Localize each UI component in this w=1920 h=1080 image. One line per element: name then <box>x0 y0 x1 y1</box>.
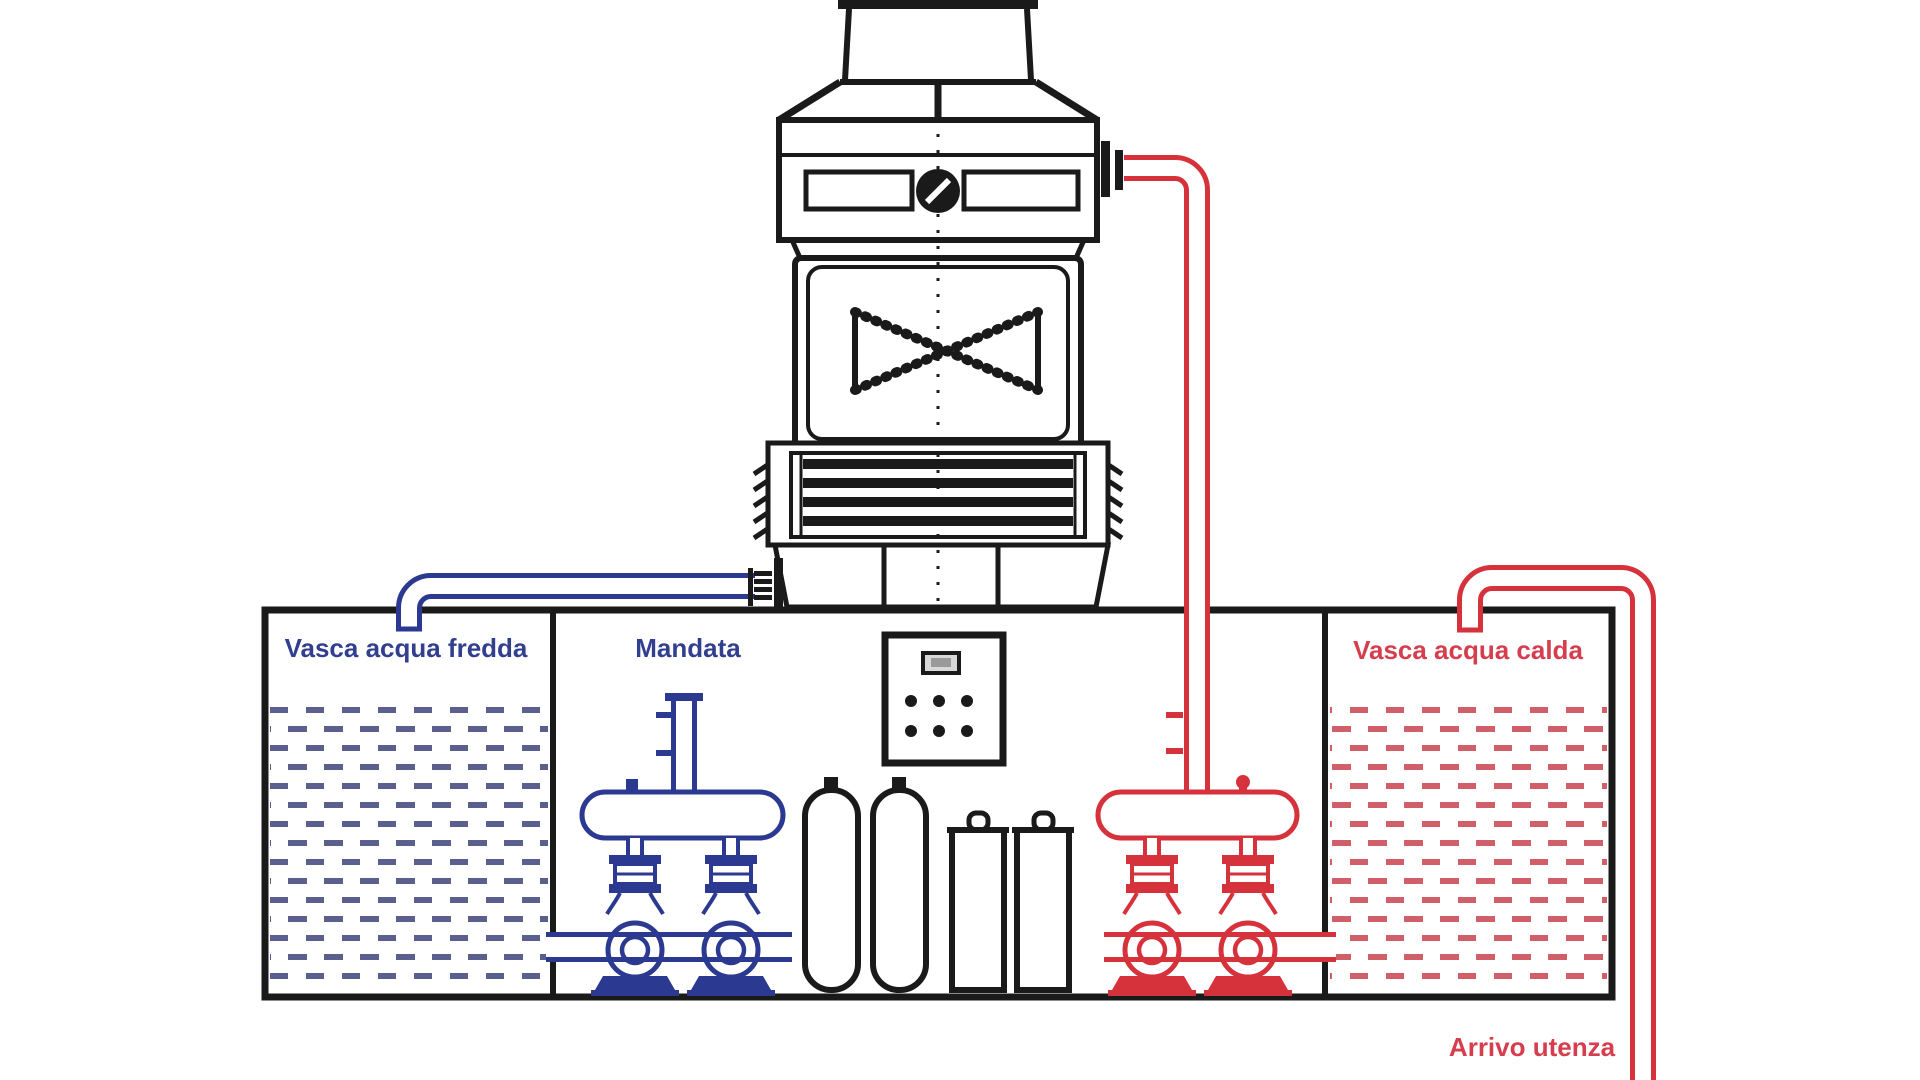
valve-tick <box>656 712 672 718</box>
panel-button <box>933 725 945 737</box>
hot-inlet-flange <box>1101 141 1110 197</box>
tower-cold-outlet-pipe <box>396 568 772 632</box>
panel-button <box>905 695 917 707</box>
valve-tick <box>1166 712 1183 718</box>
cold-water-tank <box>270 610 556 997</box>
cold-outlet-flange <box>774 558 783 610</box>
expansion-vessel <box>870 787 929 993</box>
valve-tick <box>1166 748 1183 754</box>
louver-right <box>961 169 1081 212</box>
fill-pack <box>850 307 1043 395</box>
panel-button <box>905 725 917 737</box>
cold-pump-group <box>579 693 786 996</box>
delivery-manifold <box>579 789 786 841</box>
cooling-tower <box>752 0 1124 610</box>
pipe-flange <box>748 568 753 606</box>
labels: Vasca acqua fredda Mandata Vasca acqua c… <box>285 633 1616 1062</box>
tower-basin <box>771 542 1112 610</box>
hot-tank-label: Vasca acqua calda <box>1353 635 1583 665</box>
expansion-vessel <box>802 787 861 993</box>
fan-section <box>776 117 1123 243</box>
user-return-pipe <box>1457 565 1656 1080</box>
vessels <box>802 777 1074 993</box>
control-panel <box>881 631 1007 767</box>
panel-button <box>933 695 945 707</box>
hot-pump-group <box>1095 775 1300 996</box>
hot-water-fill <box>1330 706 1607 992</box>
hot-water-tank <box>1322 610 1607 997</box>
dosing-cylinder <box>949 827 1007 993</box>
user-line-label: Arrivo utenza <box>1449 1032 1616 1062</box>
supply-label: Mandata <box>635 633 741 663</box>
tower-hot-inlet-pipe <box>1124 155 1210 800</box>
louver-left <box>803 169 915 212</box>
manifold-vent <box>626 779 638 793</box>
panel-button <box>961 725 973 737</box>
riser-cap <box>665 693 703 701</box>
delivery-manifold <box>1095 789 1300 841</box>
air-intake-louvers <box>752 440 1124 548</box>
panel-button <box>961 695 973 707</box>
dosing-cylinder <box>1014 827 1072 993</box>
valve-tick <box>656 750 672 756</box>
cold-water-fill <box>270 706 548 992</box>
tower-stack <box>777 0 1099 123</box>
cold-tank-label: Vasca acqua fredda <box>285 633 528 663</box>
piping <box>396 155 1656 1080</box>
